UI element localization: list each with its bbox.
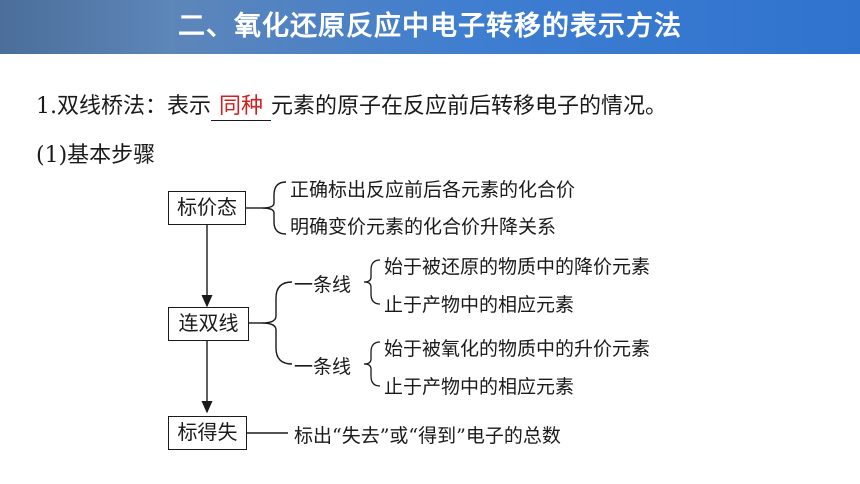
- box-connect-lines: 连双线: [168, 307, 249, 341]
- valence-item-1: 正确标出反应前后各元素的化合价: [290, 179, 576, 201]
- brace-1: [261, 181, 287, 235]
- box-mark-gain-loss: 标得失: [168, 416, 247, 450]
- page-title: 二、氧化还原反应中电子转移的表示方法: [178, 11, 682, 42]
- gain-loss-item: 标出“失去”或“得到”电子的总数: [294, 425, 561, 447]
- branch-2-label: 一条线: [294, 356, 352, 378]
- box-label-valence: 标价态: [168, 191, 246, 225]
- branch-2-item-1: 始于被氧化的物质中的升价元素: [384, 338, 651, 360]
- branch-1-item-2: 止于产物中的相应元素: [384, 294, 575, 316]
- brace-4: [363, 341, 381, 387]
- intro-line: 1.双线桥法：表示同种元素的原子在反应前后转移电子的情况。: [36, 88, 667, 121]
- intro-suffix: 元素的原子在反应前后转移电子的情况。: [271, 94, 668, 119]
- branch-2-item-2: 止于产物中的相应元素: [384, 376, 575, 398]
- branch-1-item-1: 始于被还原的物质中的降价元素: [384, 256, 651, 278]
- branch-1-label: 一条线: [294, 274, 352, 296]
- steps-heading: (1)基本步骤: [36, 143, 156, 168]
- brace-3: [363, 259, 381, 305]
- intro-prefix: 1.双线桥法：表示: [36, 94, 211, 119]
- brace-2: [261, 281, 293, 365]
- answer-blank: 同种: [211, 94, 271, 121]
- valence-item-2: 明确变价元素的化合价升降关系: [290, 216, 557, 238]
- title-banner: [0, 0, 860, 54]
